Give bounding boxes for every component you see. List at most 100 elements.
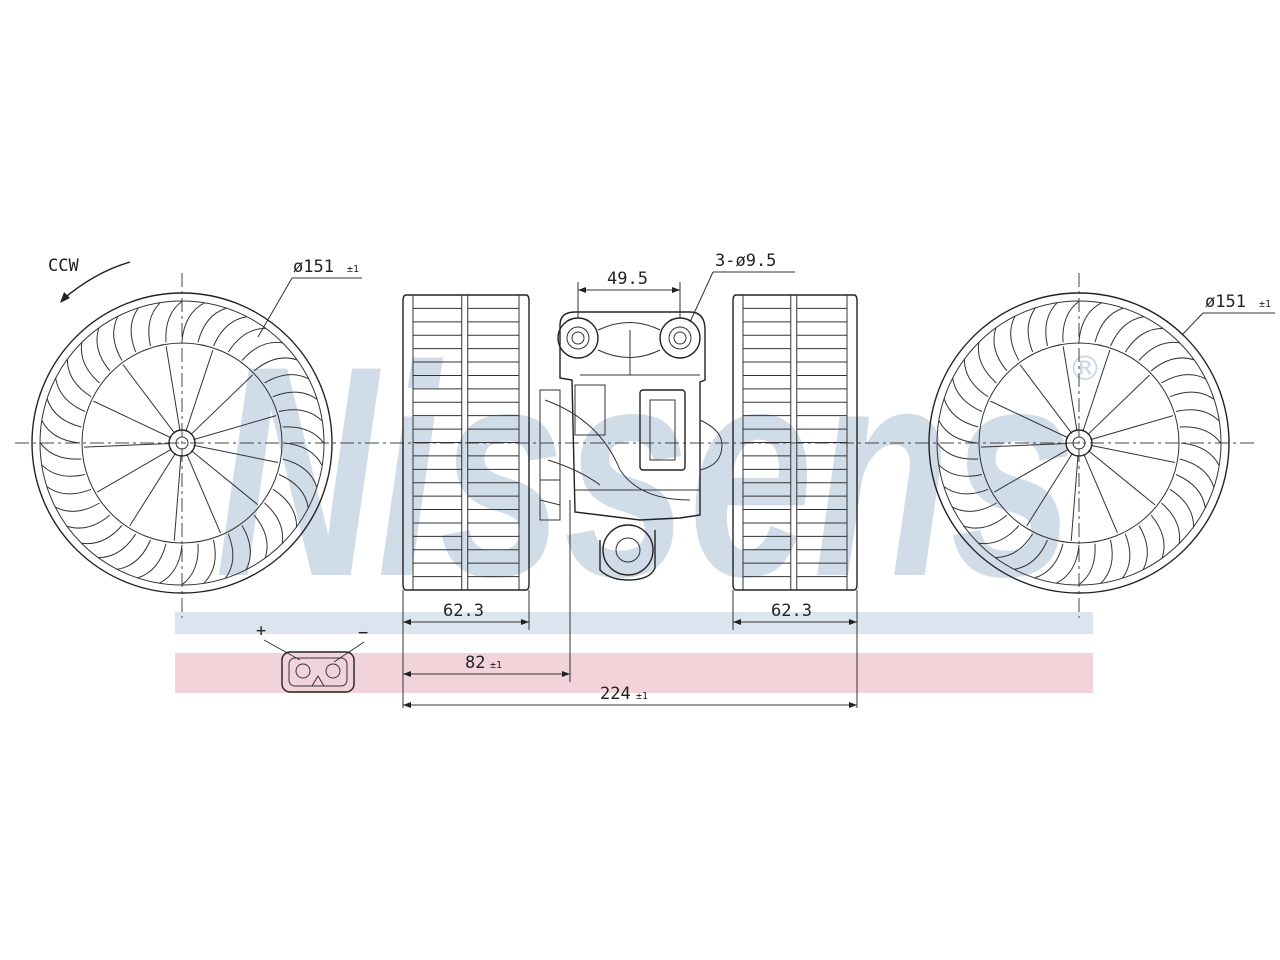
side-wheel-outline xyxy=(402,294,530,591)
wheel-blade xyxy=(148,302,161,347)
right-diameter-tol: ±1 xyxy=(1259,299,1271,310)
wheel-blade xyxy=(278,474,309,508)
wheel-blade xyxy=(197,307,227,343)
wheel-blade xyxy=(46,398,82,428)
wheel-blade xyxy=(1062,300,1080,343)
wheel-blade xyxy=(938,420,978,444)
wheel-spoke xyxy=(981,443,1068,448)
wheel-blade xyxy=(55,502,100,512)
wheel-blade xyxy=(1161,374,1206,384)
wheel-blade xyxy=(80,342,100,384)
right-width-label: 62.3 xyxy=(771,601,812,621)
wheel-blade xyxy=(993,327,1008,372)
wheel-blade xyxy=(41,464,86,477)
wheel-blade xyxy=(1078,302,1102,342)
wheel-blade xyxy=(963,359,989,398)
wheel-blade xyxy=(117,539,151,570)
right-wheel-end-view xyxy=(928,273,1230,618)
wheel-blade xyxy=(938,464,983,477)
wheel-spoke xyxy=(185,349,214,432)
wheel-blade xyxy=(1034,543,1064,579)
connector-body-icon xyxy=(281,651,355,693)
wheel-spoke xyxy=(993,448,1069,493)
wheel-spoke xyxy=(1083,453,1118,534)
wheel-blade xyxy=(282,426,325,444)
offset-dimension: 82 ±1 xyxy=(403,500,571,682)
wheel-spoke xyxy=(1087,374,1150,436)
wheel-spoke xyxy=(1019,364,1073,434)
left-diameter-tol: ±1 xyxy=(347,264,359,275)
hole-spacing-dimension: 49.5 xyxy=(577,269,681,318)
watermark-band-blue xyxy=(175,612,1093,634)
wheel-blade xyxy=(1094,307,1124,343)
hole-spec-callout: 3-ø9.5 xyxy=(689,251,795,323)
left-wheel-side-view xyxy=(402,294,530,591)
overall-length-tol: ±1 xyxy=(636,691,648,702)
wheel-blade xyxy=(253,357,298,372)
wheel-spoke xyxy=(1026,452,1074,527)
wheel-blade xyxy=(46,486,92,495)
wheel-blade xyxy=(1027,307,1036,353)
wheel-blade xyxy=(1056,544,1080,584)
offset-label: 82 xyxy=(465,653,485,673)
wheel-blade xyxy=(39,442,82,460)
wheel-blade xyxy=(952,502,997,512)
wheel-blade xyxy=(1150,514,1165,559)
watermark-band-pink xyxy=(175,653,1093,693)
left-diameter-label: ø151 xyxy=(293,257,334,277)
wheel-blade xyxy=(66,359,92,398)
wheel-blade xyxy=(963,514,1008,529)
wheel-blade xyxy=(936,442,979,460)
wheel-blade xyxy=(1124,327,1163,353)
wheel-spoke xyxy=(1070,454,1079,541)
connector-minus-label: − xyxy=(358,623,368,643)
wheel-blade xyxy=(1150,357,1195,372)
wheel-blade xyxy=(241,525,251,570)
wheel-blade xyxy=(227,327,266,353)
wheel-blade xyxy=(1122,533,1131,579)
wheel-blade xyxy=(203,539,216,584)
connector-plus-label: + xyxy=(256,621,266,641)
wheel-blade xyxy=(1110,316,1144,347)
wheel-blade xyxy=(978,525,1020,545)
left-wheel-end-view xyxy=(31,273,333,618)
right-wheel-side-view xyxy=(732,294,858,591)
wheel-spoke xyxy=(1087,450,1156,506)
electrical-connector: + − xyxy=(256,621,368,693)
wheel-blade xyxy=(96,327,111,372)
wheel-blade xyxy=(1179,426,1222,444)
wheel-spoke xyxy=(193,444,279,463)
hole-spec-label: 3-ø9.5 xyxy=(715,251,776,271)
wheel-spoke xyxy=(96,448,172,493)
wheel-blade xyxy=(1179,458,1215,488)
overall-length-label: 224 xyxy=(600,684,631,704)
wheel-blade xyxy=(181,302,205,342)
overall-length-dimension: 224 ±1 xyxy=(403,684,857,708)
side-wheel-outline xyxy=(732,294,858,591)
wheel-blade xyxy=(130,307,139,353)
right-diameter-label: ø151 xyxy=(1205,292,1246,312)
wheel-spoke xyxy=(186,453,221,534)
wheel-blade xyxy=(1100,539,1113,584)
right-diameter-callout: ø151 ±1 xyxy=(1181,292,1275,336)
wheel-spoke xyxy=(193,415,277,441)
wheel-blade xyxy=(225,533,234,579)
rotation-arrow-icon xyxy=(61,261,131,301)
wheel-blade xyxy=(98,533,137,559)
wheel-blade xyxy=(1045,302,1058,347)
wheel-spoke xyxy=(190,450,259,506)
wheel-spoke xyxy=(93,400,172,439)
rotation-label: CCW xyxy=(48,256,79,276)
wheel-blade xyxy=(1175,409,1220,422)
left-width-label: 62.3 xyxy=(443,601,484,621)
wheel-blade xyxy=(264,374,309,384)
watermark-registered-mark: ® xyxy=(1068,349,1102,389)
wheel-spoke xyxy=(190,374,253,436)
hole-spacing-label: 49.5 xyxy=(607,269,648,289)
wheel-blade xyxy=(1180,442,1220,466)
wheel-blade xyxy=(137,543,167,579)
wheel-blade xyxy=(113,316,123,361)
wheel-blade xyxy=(272,391,318,400)
wheel-blade xyxy=(943,486,989,495)
